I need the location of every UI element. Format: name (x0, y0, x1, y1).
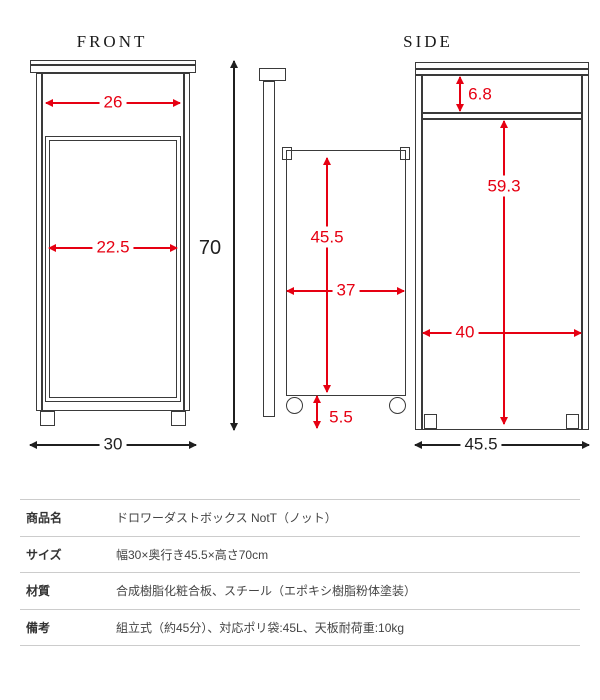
spec-label: 商品名 (26, 511, 63, 526)
side-closed-foot-left (424, 414, 437, 429)
caster-height-label: 5.5 (329, 407, 353, 427)
side-closed-foot-right (566, 414, 579, 429)
spec-table: 商品名 ドロワーダストボックス NotT（ノット） サイズ 幅30×奥行き45.… (20, 499, 580, 646)
bucket-height-arrow (326, 158, 328, 392)
front-lid-inner-line (31, 64, 195, 66)
spec-value: 合成樹脂化粧合板、スチール（エポキシ樹脂粉体塗装） (116, 584, 417, 599)
spec-label: 材質 (26, 584, 51, 599)
body-height-label: 59.3 (483, 175, 525, 197)
front-lid-outline (30, 60, 196, 73)
side-closed-right-wall-line (581, 75, 583, 429)
side-closed-body-outline (415, 62, 589, 430)
side-closed-divider-line-2 (422, 118, 581, 120)
side-closed-divider-line-1 (422, 112, 581, 114)
front-view-title: FRONT (76, 32, 148, 51)
body-height-arrow (503, 121, 505, 424)
side-open-door-panel (263, 81, 275, 417)
spec-row-material: 材質 合成樹脂化粧合板、スチール（エポキシ樹脂粉体塗装） (20, 572, 580, 609)
front-top-width-label: 26 (99, 91, 127, 113)
front-height-arrow (233, 61, 235, 430)
spec-value: 幅30×奥行き45.5×高さ70cm (116, 547, 269, 562)
inner-depth-arrow (423, 332, 581, 334)
spec-row-product-name: 商品名 ドロワーダストボックス NotT（ノット） (20, 499, 580, 536)
side-closed-lid-line-2 (416, 74, 588, 76)
spec-row-size: サイズ 幅30×奥行き45.5×高さ70cm (20, 535, 580, 573)
front-drawer-panel-outer (45, 136, 181, 402)
front-right-wall-line (183, 74, 185, 410)
front-foot-left (40, 411, 55, 426)
spec-label: 備考 (26, 620, 51, 635)
side-open-bucket-rim-left (282, 147, 292, 160)
side-open-caster-left (286, 397, 303, 414)
spec-label: サイズ (26, 547, 62, 562)
spec-value: ドロワーダストボックス NotT（ノット） (116, 511, 337, 526)
front-drawer-panel-inner (49, 140, 177, 398)
inner-depth-label: 40 (451, 321, 479, 343)
side-open-caster-right (389, 397, 406, 414)
front-foot-right (171, 411, 186, 426)
front-left-wall-line (41, 74, 43, 410)
bottom-depth-label: 45.5 (460, 433, 502, 455)
side-open-lid-cap (259, 68, 286, 81)
side-open-bucket-outline (286, 150, 406, 396)
front-drawer-width-label: 22.5 (92, 236, 134, 258)
lid-section-height-arrow (459, 77, 461, 111)
side-closed-lid-line-1 (416, 68, 588, 70)
side-closed-left-wall-line (421, 75, 423, 429)
bucket-depth-label: 37 (332, 279, 360, 301)
front-height-label: 70 (198, 237, 222, 259)
front-bottom-width-label: 30 (99, 433, 127, 455)
spec-row-notes: 備考 組立式（約45分）、対応ポリ袋:45L、天板耐荷重:10kg (20, 608, 580, 646)
front-body-outline (36, 73, 190, 411)
bottom-depth-arrow (415, 444, 589, 446)
side-view-title: SIDE (403, 32, 453, 51)
lid-section-height-label: 6.8 (468, 84, 492, 104)
side-open-bucket-rim-right (400, 147, 410, 160)
spec-value: 組立式（約45分）、対応ポリ袋:45L、天板耐荷重:10kg (116, 620, 405, 635)
bucket-height-label: 45.5 (306, 226, 348, 248)
caster-height-arrow (316, 396, 318, 428)
